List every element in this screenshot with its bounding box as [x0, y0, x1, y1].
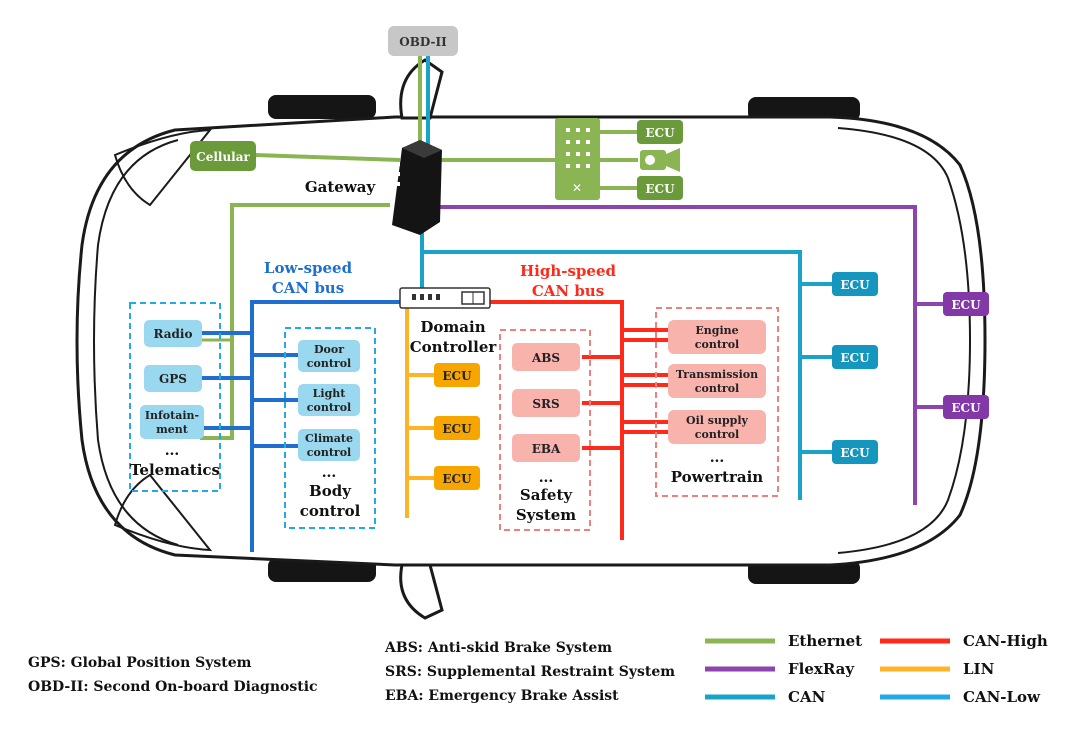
obd-port: OBD-II: [388, 26, 458, 56]
safety-item-abs: ABS: [531, 351, 560, 365]
domain-controller-label-2: Controller: [410, 338, 498, 356]
body-item-door-2: control: [307, 357, 351, 370]
powertrain-label: Powertrain: [671, 468, 763, 486]
powertrain-item-engine-2: control: [695, 338, 739, 351]
lin-ecus: ECU ECU ECU: [434, 363, 480, 490]
lin-ecu-3: ECU: [442, 472, 472, 486]
front-right-light: [113, 473, 213, 552]
telematics-frame: [129, 302, 221, 492]
tire-rear-left: [748, 97, 860, 121]
low-speed-bus-label-2: CAN bus: [272, 279, 344, 297]
abbreviations: GPS: Global Position System OBD-II: Seco…: [28, 640, 675, 704]
safety-system-group: ABS SRS EBA ... Safety System: [499, 329, 591, 531]
svg-text:ECU: ECU: [645, 126, 675, 140]
high-speed-bus-label-2: CAN bus: [532, 282, 604, 300]
legend-label-can: CAN: [788, 688, 826, 706]
safety-item-eba: EBA: [532, 442, 561, 456]
safety-item-srs: SRS: [532, 397, 559, 411]
legend: Ethernet FlexRay CAN CAN-High LIN CAN-Lo…: [705, 632, 1048, 706]
body-item-door-1: Door: [314, 343, 344, 356]
powertrain-ellipsis: ...: [710, 450, 725, 466]
body-item-climate-2: control: [307, 446, 351, 459]
body-ellipsis: ...: [322, 465, 337, 481]
safety-label-1: Safety: [520, 486, 573, 504]
can-ecu-2: ECU: [840, 351, 870, 365]
lin-ecu-1: ECU: [442, 369, 472, 383]
gateway-label: Gateway: [305, 178, 377, 196]
abbr-eba: EBA: Emergency Brake Assist: [385, 688, 619, 704]
legend-label-flexray: FlexRay: [788, 660, 855, 678]
can-ecu-1: ECU: [840, 278, 870, 292]
telematics-group: Radio GPS Infotain- ment ... Telematics: [129, 302, 221, 492]
abbr-obd: OBD-II: Second On-board Diagnostic: [28, 679, 318, 695]
telematics-item-radio: Radio: [154, 327, 193, 341]
can-ecus: ECU ECU ECU: [832, 272, 878, 464]
legend-label-can-low: CAN-Low: [963, 688, 1041, 706]
telematics-item-gps: GPS: [159, 372, 187, 386]
powertrain-frame: [655, 307, 779, 497]
lin-ecu-2: ECU: [442, 422, 472, 436]
high-speed-bus-label-1: High-speed: [520, 262, 617, 280]
ethernet-switch: ✕: [555, 118, 600, 200]
legend-label-lin: LIN: [963, 660, 995, 678]
body-control-frame: [284, 327, 376, 529]
gateway-device: Gateway: [305, 140, 442, 235]
body-item-climate-1: Climate: [305, 432, 353, 445]
body-control-group: Door control Light control Climate contr…: [284, 327, 376, 529]
telematics-label: Telematics: [130, 461, 220, 479]
powertrain-item-oil-2: control: [695, 428, 739, 441]
abbr-gps: GPS: Global Position System: [28, 655, 252, 671]
telematics-item-infotainment-2: ment: [156, 423, 189, 436]
abbr-abs: ABS: Anti-skid Brake System: [384, 640, 612, 656]
domain-controller: Domain Controller: [399, 287, 498, 356]
body-item-light-1: Light: [313, 387, 347, 400]
legend-label-can-high: CAN-High: [963, 632, 1048, 650]
powertrain-item-transmission-2: control: [695, 382, 739, 395]
safety-frame: [499, 329, 591, 531]
obd-label: OBD-II: [399, 35, 447, 49]
telematics-item-infotainment-1: Infotain-: [145, 409, 199, 422]
camera-icon: [640, 148, 680, 172]
flexray-ecu-2: ECU: [951, 401, 981, 415]
can-ecu-3: ECU: [840, 446, 870, 460]
ethernet-telematics-link: [200, 203, 390, 440]
bus-lines: [200, 55, 945, 552]
powertrain-group: Engine control Transmission control Oil …: [655, 307, 779, 497]
can-trunk: [420, 232, 802, 500]
legend-label-ethernet: Ethernet: [788, 632, 862, 650]
domain-controller-icon: [399, 287, 491, 309]
body-item-light-2: control: [307, 401, 351, 414]
body-label-2: control: [300, 502, 361, 520]
powertrain-item-engine-1: Engine: [695, 324, 738, 337]
mirror-right: [399, 563, 444, 620]
safety-label-2: System: [516, 506, 576, 524]
powertrain-item-oil-1: Oil supply: [686, 414, 749, 427]
flexray-ecus: ECU ECU: [943, 292, 989, 419]
tire-front-left: [268, 95, 376, 119]
safety-ellipsis: ...: [539, 470, 554, 486]
cellular-label: Cellular: [196, 150, 250, 164]
low-speed-can-bus: [250, 300, 405, 552]
front-left-light: [113, 128, 213, 207]
abbr-srs: SRS: Supplemental Restraint System: [385, 664, 675, 680]
low-speed-bus-label-1: Low-speed: [264, 259, 353, 277]
powertrain-item-transmission-1: Transmission: [676, 368, 758, 381]
car-outline-inner-rear: [837, 127, 972, 554]
svg-text:✕: ✕: [572, 181, 582, 195]
cellular-module: Cellular: [190, 141, 256, 171]
ethernet-cellular-link: [254, 153, 401, 162]
ethernet-ecu-top: ECU: [637, 120, 683, 144]
gateway-icon: [392, 140, 442, 235]
high-speed-can-bus: [488, 300, 624, 540]
svg-text:ECU: ECU: [645, 182, 675, 196]
domain-controller-label-1: Domain: [420, 318, 485, 336]
switch-icon: [555, 118, 600, 200]
ethernet-ecu-bottom: ECU: [637, 176, 683, 200]
flexray-ecu-1: ECU: [951, 298, 981, 312]
telematics-ellipsis: ...: [165, 443, 180, 459]
body-label-1: Body: [309, 482, 352, 500]
